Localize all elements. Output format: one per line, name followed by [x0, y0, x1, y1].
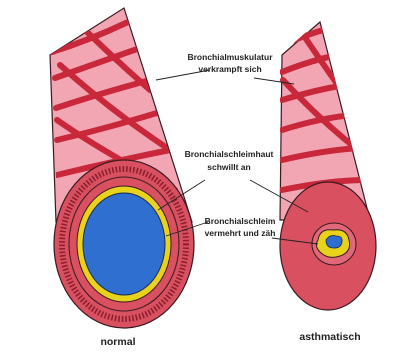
label-mucosa-line1: Bronchialschleimhaut [185, 149, 274, 159]
caption-asthmatic: asthmatisch [299, 331, 360, 343]
label-mucus-line1: Bronchialschleim [205, 216, 276, 226]
caption-normal: normal [100, 336, 135, 348]
label-mucus-line2: vermehrt und zäh [205, 228, 276, 238]
label-muscle-line2: verkrampft sich [198, 64, 261, 74]
asthmatic-lumen [326, 236, 342, 249]
asthmatic-bronchus [280, 22, 376, 310]
label-mucosa-line2: schwillt an [207, 162, 250, 172]
label-muscle-line1: Bronchialmuskulatur [187, 52, 273, 62]
normal-lumen [83, 193, 165, 295]
normal-bronchus [50, 8, 194, 328]
